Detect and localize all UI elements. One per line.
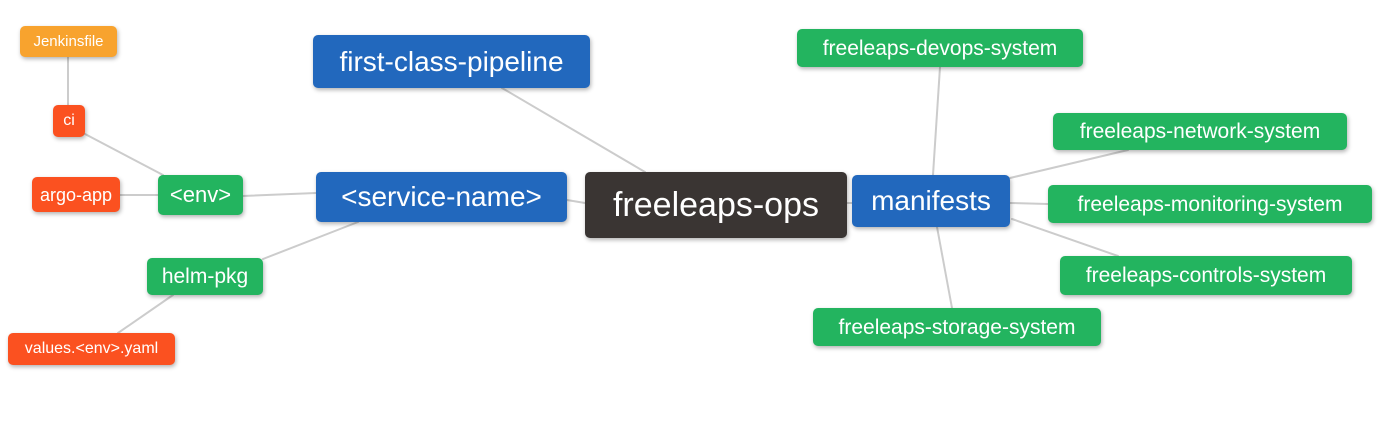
node-argo-app[interactable]: argo-app: [32, 177, 120, 212]
edge-service-name--helm-pkg: [262, 221, 359, 260]
node-freeleaps-storage-system[interactable]: freeleaps-storage-system: [813, 308, 1101, 346]
edge-service-name--freeleaps-ops: [566, 199, 586, 204]
node-first-class-pipeline[interactable]: first-class-pipeline: [313, 35, 590, 88]
edge-manifests--freeleaps-controls-system: [1011, 218, 1119, 257]
node-jenkinsfile[interactable]: Jenkinsfile: [20, 26, 117, 57]
node-env[interactable]: <env>: [158, 175, 243, 215]
edge-manifests--freeleaps-storage-system: [936, 226, 953, 309]
node-values-env-yaml[interactable]: values.<env>.yaml: [8, 333, 175, 365]
node-manifests[interactable]: manifests: [852, 175, 1010, 227]
node-freeleaps-network-system[interactable]: freeleaps-network-system: [1053, 113, 1347, 150]
edge-ci--env: [84, 133, 164, 176]
edge-env--service-name: [242, 192, 317, 197]
node-freeleaps-devops-system[interactable]: freeleaps-devops-system: [797, 29, 1083, 67]
node-ci[interactable]: ci: [53, 105, 85, 137]
node-freeleaps-ops[interactable]: freeleaps-ops: [585, 172, 847, 238]
edge-first-class-pipeline--freeleaps-ops: [501, 87, 646, 173]
node-freeleaps-controls-system[interactable]: freeleaps-controls-system: [1060, 256, 1352, 295]
edge-manifests--freeleaps-monitoring-system: [1009, 202, 1049, 205]
edge-helm-pkg--values-env-yaml: [117, 294, 174, 334]
node-service-name[interactable]: <service-name>: [316, 172, 567, 222]
edge-manifests--freeleaps-network-system: [1009, 149, 1129, 179]
node-freeleaps-monitoring-system[interactable]: freeleaps-monitoring-system: [1048, 185, 1372, 223]
node-helm-pkg[interactable]: helm-pkg: [147, 258, 263, 295]
edge-manifests--freeleaps-devops-system: [932, 66, 941, 176]
